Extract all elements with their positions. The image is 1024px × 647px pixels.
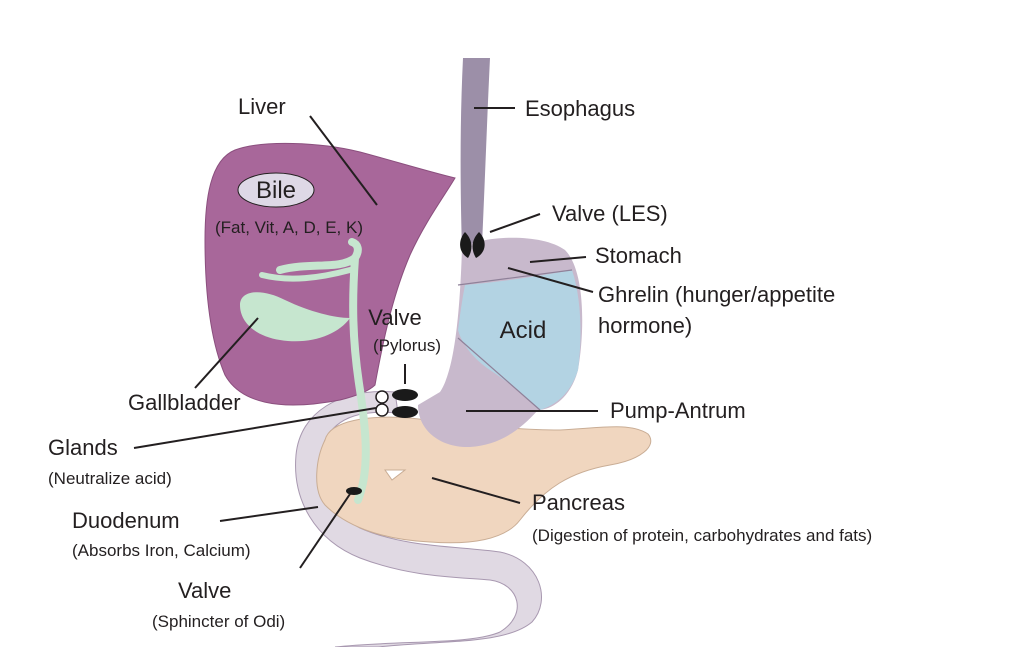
label-esophagus: Esophagus — [525, 96, 635, 121]
label-duodenum-note: (Absorbs Iron, Calcium) — [72, 541, 251, 560]
label-valve-pylorus: Valve — [368, 305, 421, 330]
gland-circle — [375, 403, 389, 417]
gland-circle — [375, 390, 389, 404]
bile-bubble — [237, 172, 315, 208]
label-ghrelin-line1: Ghrelin (hunger/appetite — [598, 282, 835, 307]
label-pancreas: Pancreas — [532, 490, 625, 515]
label-pylorus: (Pylorus) — [373, 336, 441, 355]
label-bile: Bile — [256, 177, 296, 204]
acid-region — [458, 270, 581, 410]
bile-duct — [276, 238, 370, 504]
gallbladder-shape — [240, 292, 350, 342]
label-gallbladder: Gallbladder — [128, 390, 241, 415]
label-bile-vitamins: (Fat, Vit, A, D, E, K) — [215, 218, 363, 237]
esophagus-shape — [460, 58, 490, 250]
label-ghrelin-line2: hormone) — [598, 313, 692, 338]
valve-pylorus — [392, 389, 418, 401]
valve-les — [460, 232, 472, 258]
pancreas-notch — [384, 469, 407, 481]
label-glands: Glands — [48, 435, 118, 460]
label-glands-note: (Neutralize acid) — [48, 469, 172, 488]
valve-odi — [346, 487, 362, 495]
label-duodenum: Duodenum — [72, 508, 180, 533]
label-valve-odi-note: (Sphincter of Odi) — [152, 612, 285, 631]
label-pump-antrum: Pump-Antrum — [610, 398, 746, 423]
label-liver: Liver — [238, 94, 286, 119]
label-valve-les: Valve (LES) — [552, 201, 668, 226]
label-acid: Acid — [500, 317, 547, 344]
label-stomach: Stomach — [595, 243, 682, 268]
label-valve-odi: Valve — [178, 578, 231, 603]
label-pancreas-note: (Digestion of protein, carbohydrates and… — [532, 526, 872, 545]
